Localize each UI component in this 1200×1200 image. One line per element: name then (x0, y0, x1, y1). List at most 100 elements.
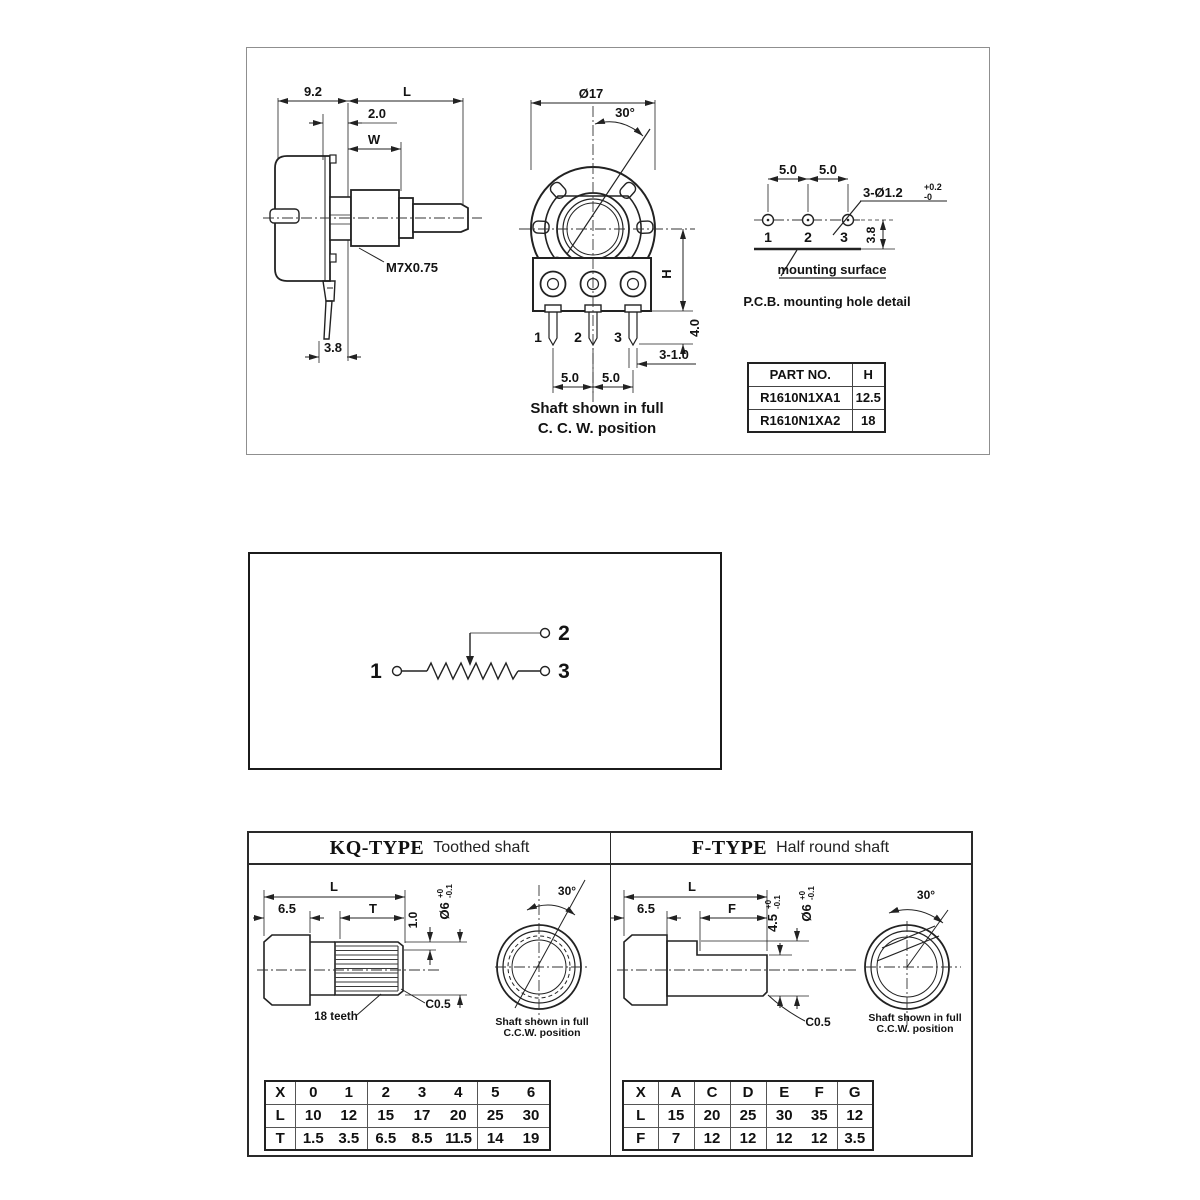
f-caption-line1: Shaft shown in full (868, 1012, 961, 1024)
dim-3-8: 3.8 (324, 340, 342, 355)
f-dia-tol-minus: -0.1 (807, 886, 816, 900)
kq-dim-T: T (369, 901, 377, 916)
kq-caption-line2: C.C.W. position (504, 1027, 581, 1039)
kq-dim-6-5: 6.5 (278, 901, 296, 916)
pcb-dim-5-0-a: 5.0 (779, 162, 797, 177)
front-view: Ø17 30° (519, 86, 702, 437)
dim-3-1-0: 3-1.0 (659, 347, 689, 362)
kq-x-2: 2 (366, 1081, 404, 1104)
dim-L: L (403, 84, 411, 99)
part-h-value: 12.5 (851, 385, 886, 410)
kq-angle-label: 30° (558, 884, 576, 898)
potentiometer-drawing: 9.2 L 2.0 W M7X0.75 (263, 84, 947, 437)
shaft-types-panel: KQ-TYPE Toothed shaft F-TYPE Half round … (247, 831, 973, 1157)
f-dim-6-5: 6.5 (637, 901, 655, 916)
f-x-e: E (765, 1081, 802, 1104)
kq-dimension-table: X 0 1 2 3 4 5 6 L 10 12 15 17 20 25 30 T… (264, 1080, 551, 1151)
pin-1-label: 1 (534, 329, 542, 345)
pcb-caption: P.C.B. mounting hole detail (743, 294, 910, 309)
ccw-caption-line2: C. C. W. position (538, 420, 656, 437)
kq-l-header: L (265, 1103, 295, 1127)
f-dim-L: L (688, 879, 696, 894)
table-row: R1610N1XA2 18 (747, 408, 886, 433)
part-table-header-h: H (851, 362, 886, 387)
kq-l-value: 12 (331, 1103, 367, 1127)
mounting-surface-label: mounting surface (777, 262, 886, 277)
f-x-c: C (693, 1081, 730, 1104)
dim-9-2: 9.2 (304, 84, 322, 99)
f-dim-4-5: 4.5 (765, 914, 780, 932)
hole-1-label: 1 (764, 229, 772, 245)
kq-teeth-label: 18 teeth (314, 1011, 357, 1023)
resistor-zigzag (426, 661, 519, 681)
f-chamfer-label: C0.5 (805, 1015, 831, 1029)
kq-t-value: 1.5 (294, 1126, 331, 1150)
potentiometer-schematic: 1 3 2 (370, 622, 570, 683)
kq-dim-dia6: Ø6 (437, 902, 452, 919)
f-45-tol-plus: +0 (764, 899, 773, 909)
shaft-drawings: L 6.5 T (253, 879, 962, 1039)
f-l-value: 12 (836, 1103, 873, 1127)
f-dimension-table: X A C D E F G L 15 20 25 30 35 12 F 7 12… (622, 1080, 874, 1151)
kq-dia-tol-plus: +0 (436, 888, 445, 898)
side-view: 9.2 L 2.0 W M7X0.75 (263, 84, 482, 363)
kq-t-value: 3.5 (331, 1126, 367, 1150)
dim-2-0: 2.0 (368, 106, 386, 121)
dim-H: H (659, 269, 674, 278)
part-number: R1610N1XA2 (747, 408, 853, 433)
dim-4-0: 4.0 (687, 319, 702, 337)
kq-l-value: 15 (366, 1103, 404, 1127)
hole-size-label: 3-Ø1.2 (863, 185, 903, 200)
kq-l-value: 17 (404, 1103, 440, 1127)
f-l-value: 25 (729, 1103, 766, 1127)
dim-5-0-b: 5.0 (602, 370, 620, 385)
pcb-dim-3-8: 3.8 (864, 226, 878, 243)
part-number-table: PART NO. H R1610N1XA1 12.5 R1610N1XA2 18 (747, 362, 886, 433)
pcb-mounting-detail: 5.0 5.0 1 2 3 3-Ø1.2 +0.2 -0 3.8 (743, 162, 947, 309)
f-x-a: A (657, 1081, 694, 1104)
table-row: T 1.5 3.5 6.5 8.5 11.5 14 19 (265, 1126, 550, 1150)
f-shaft-drawing: L 6.5 F 4.5 +0 -0.1 (611, 879, 962, 1035)
f-l-value: 15 (657, 1103, 694, 1127)
kq-dia-label: Ø6 +0 -0.1 (436, 884, 454, 920)
f-x-d: D (729, 1081, 766, 1104)
kq-l-value: 20 (440, 1103, 477, 1127)
pin-3-label: 3 (614, 329, 622, 345)
part-table-header-partno: PART NO. (747, 362, 853, 387)
kq-type-subtitle: Toothed shaft (433, 839, 530, 856)
terminal-3-label: 3 (558, 660, 570, 683)
kq-t-value: 8.5 (404, 1126, 440, 1150)
kq-dim-1-0: 1.0 (406, 911, 420, 928)
kq-t-value: 14 (476, 1126, 513, 1150)
f-l-value: 35 (802, 1103, 837, 1127)
f-l-value: 30 (765, 1103, 802, 1127)
kq-l-value: 25 (476, 1103, 513, 1127)
kq-chamfer-label: C0.5 (425, 997, 451, 1011)
angle-30-label: 30° (615, 105, 635, 120)
table-row: X A C D E F G (623, 1081, 873, 1104)
kq-x-4: 4 (454, 1084, 463, 1102)
kq-dim-L: L (330, 879, 338, 894)
schematic-panel: 1 3 2 (248, 552, 722, 770)
f-type-title: F-TYPE (691, 836, 768, 859)
hole-3-label: 3 (840, 229, 848, 245)
f-dim-F: F (728, 901, 736, 916)
kq-type-title: KQ-TYPE (329, 836, 425, 859)
f-angle-label: 30° (917, 888, 935, 902)
kq-x-0: 0 (294, 1081, 331, 1104)
f-f-value: 12 (765, 1126, 802, 1150)
f-f-header: F (623, 1126, 658, 1150)
dim-dia-17: Ø17 (579, 86, 604, 101)
f-l-value: 20 (693, 1103, 730, 1127)
f-45-tol-minus: -0.1 (773, 895, 782, 909)
f-dia-tol-plus: +0 (798, 890, 807, 900)
kq-l-value: 10 (294, 1103, 331, 1127)
f-dim-dia6: Ø6 (799, 904, 814, 921)
f-x-header: X (635, 1084, 646, 1102)
kq-l-value: 30 (513, 1103, 550, 1127)
f-f-value: 12 (693, 1126, 730, 1150)
pin-2-label: 2 (574, 329, 582, 345)
kq-t-value: 19 (513, 1126, 550, 1150)
wiper-arrow (466, 632, 540, 666)
f-caption-line2: C.C.W. position (877, 1023, 954, 1035)
